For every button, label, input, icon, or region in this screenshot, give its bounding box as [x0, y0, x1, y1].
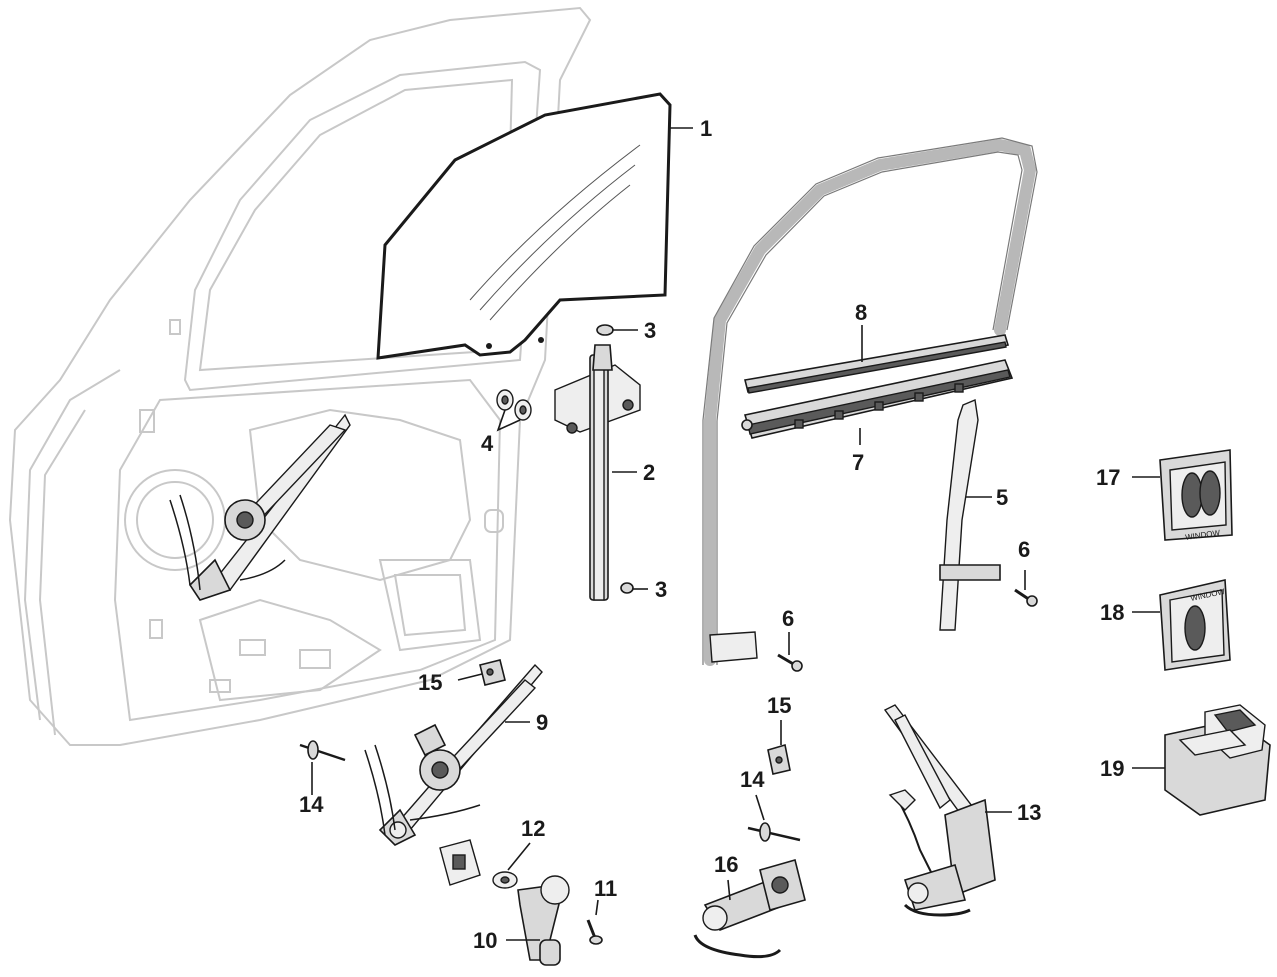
part-3-nut-lower	[620, 582, 634, 594]
part-1-door-glass	[376, 92, 672, 360]
callout-18: 18	[1100, 600, 1124, 625]
callout-3-upper: 3	[644, 318, 656, 343]
callout-3-lower: 3	[655, 577, 667, 602]
part-5-rear-glass-run-channel	[939, 399, 1001, 631]
part-3-nut-upper	[596, 324, 614, 336]
callout-10: 10	[473, 928, 497, 953]
installed-window-regulator	[169, 413, 351, 601]
part-6-bolt-center	[777, 653, 803, 672]
callout-15-right: 15	[767, 693, 791, 718]
callout-14-right: 14	[740, 767, 765, 792]
spacer-block	[439, 839, 481, 886]
door-shell	[8, 6, 592, 746]
callout-5: 5	[996, 485, 1008, 510]
callout-19: 19	[1100, 756, 1124, 781]
door-weatherstrip-seal	[702, 137, 1038, 666]
callout-15-left: 15	[418, 670, 442, 695]
part-14-stud-left	[299, 740, 346, 762]
part-2-glass-run-channel	[554, 344, 641, 601]
part-11-screw	[586, 919, 603, 945]
callout-11: 11	[594, 876, 617, 901]
part-12-washer	[492, 871, 518, 889]
part-6-bolt-right	[1014, 588, 1038, 607]
part-10-window-crank-handle	[517, 875, 570, 966]
part-16-window-motor	[693, 859, 806, 959]
callout-17: 17	[1096, 465, 1120, 490]
callout-6-center: 6	[782, 606, 794, 631]
part-13-power-window-regulator	[883, 704, 996, 917]
part-18-window-switch-single: WINDOW	[1159, 579, 1231, 671]
callout-labels: 1 2 3 3 4 5 6 6 7 8 9 10 11 12 13 14 14 …	[299, 116, 1124, 953]
callout-8: 8	[855, 300, 867, 325]
callout-12: 12	[521, 816, 545, 841]
part-8-outer-belt-weatherstrip	[744, 334, 1010, 394]
callout-9: 9	[536, 710, 548, 735]
callout-1: 1	[700, 116, 712, 141]
callout-6-right: 6	[1018, 537, 1030, 562]
part-15-clip-right	[767, 743, 791, 775]
callout-14-left: 14	[299, 792, 324, 817]
leader-lines	[311, 127, 1165, 941]
part-14-stud-right	[747, 822, 801, 842]
callout-4: 4	[481, 431, 494, 456]
part-17-window-switch-single: WINDOW	[1159, 449, 1233, 542]
callout-16: 16	[714, 852, 738, 877]
part-9-manual-window-regulator	[364, 663, 543, 846]
callout-13: 13	[1017, 800, 1041, 825]
callout-7: 7	[852, 450, 864, 475]
part-15-clip-left	[479, 659, 506, 686]
part-4-washers	[496, 389, 532, 421]
callout-2: 2	[643, 460, 655, 485]
part-7-inner-belt-weatherstrip	[741, 359, 1014, 439]
part-19-master-window-switch	[1164, 704, 1271, 816]
